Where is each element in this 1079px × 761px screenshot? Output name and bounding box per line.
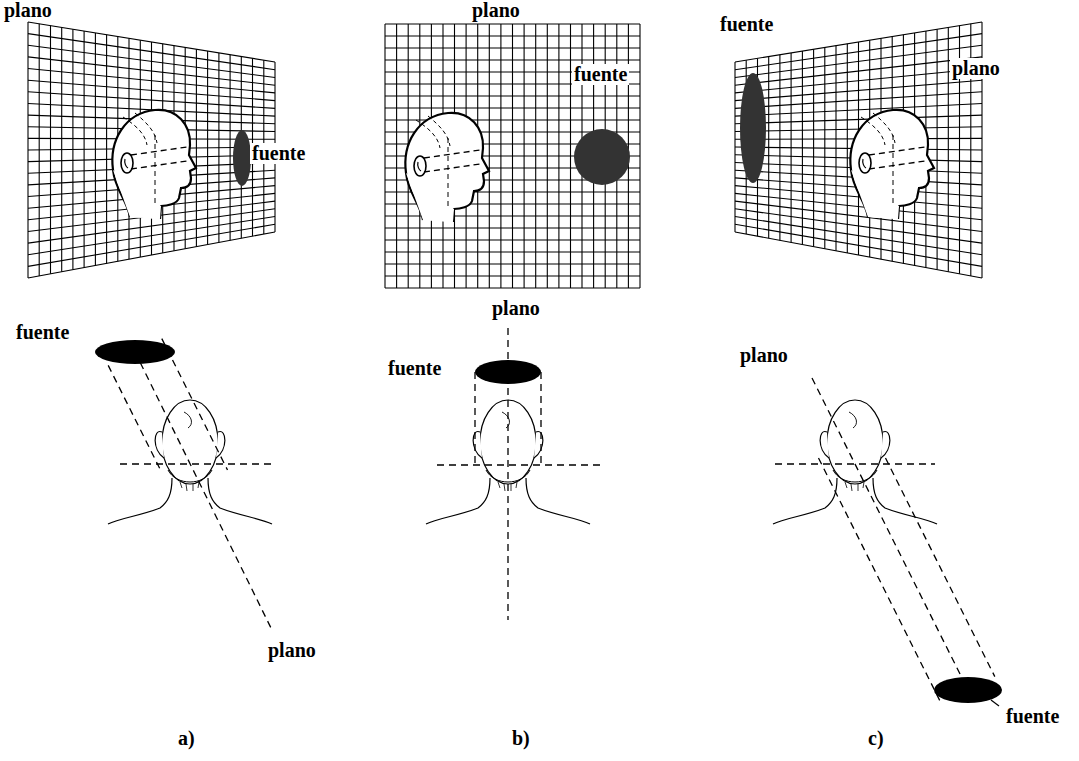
plane-label: plano bbox=[2, 0, 54, 21]
plane-label: plano bbox=[738, 345, 790, 366]
grid-line bbox=[524, 24, 525, 288]
grid-line bbox=[735, 217, 982, 255]
head-profile bbox=[850, 110, 934, 219]
panel-letter: c) bbox=[866, 728, 886, 749]
source-circle bbox=[574, 129, 630, 185]
grid-line bbox=[948, 28, 949, 272]
grid-line bbox=[735, 201, 982, 231]
grid-line bbox=[385, 263, 640, 264]
grid-line bbox=[207, 51, 208, 244]
grid-line bbox=[230, 55, 231, 241]
source-ellipse bbox=[95, 340, 175, 364]
grid-line bbox=[385, 287, 640, 288]
dashed-lines bbox=[108, 328, 995, 703]
source-label: fuente bbox=[14, 322, 71, 343]
source-ellipse bbox=[934, 677, 1002, 703]
grid-line bbox=[547, 24, 548, 288]
grid-line bbox=[735, 224, 982, 266]
head-profile bbox=[112, 110, 196, 219]
head-back bbox=[773, 400, 937, 524]
source-label: fuente bbox=[386, 358, 443, 379]
grid-line bbox=[385, 275, 640, 276]
plane-label: plano bbox=[470, 0, 522, 21]
grid-line bbox=[639, 24, 640, 288]
grid-line bbox=[218, 53, 219, 243]
grid-line bbox=[937, 29, 938, 269]
grid-line bbox=[385, 239, 640, 240]
source-label: fuente bbox=[718, 14, 775, 35]
grid-line bbox=[570, 24, 571, 288]
leader-line bbox=[991, 700, 999, 706]
grid-line bbox=[735, 209, 982, 243]
grid-line bbox=[385, 251, 640, 252]
grid-line bbox=[385, 227, 640, 228]
grid-plane bbox=[28, 22, 982, 288]
source-ellipse bbox=[475, 360, 541, 384]
plane-label: plano bbox=[266, 640, 318, 661]
source-label: fuente bbox=[1004, 706, 1061, 727]
grid-line bbox=[28, 232, 275, 278]
grid-line bbox=[28, 224, 275, 266]
panel-letter: b) bbox=[510, 728, 532, 749]
plane-label: plano bbox=[950, 58, 1002, 79]
grid-line bbox=[535, 24, 536, 288]
panel-letter: a) bbox=[176, 728, 197, 749]
grid-line bbox=[196, 49, 197, 246]
grid-line bbox=[558, 24, 559, 288]
source-label: fuente bbox=[572, 64, 629, 85]
source-label: fuente bbox=[250, 143, 307, 164]
source-ellipse bbox=[233, 130, 251, 186]
grid-line bbox=[28, 217, 275, 255]
head-profile bbox=[405, 113, 489, 222]
plane-label: plano bbox=[490, 298, 542, 319]
source-ellipse bbox=[740, 73, 766, 183]
grid-line bbox=[735, 232, 982, 278]
head-back bbox=[108, 400, 272, 524]
